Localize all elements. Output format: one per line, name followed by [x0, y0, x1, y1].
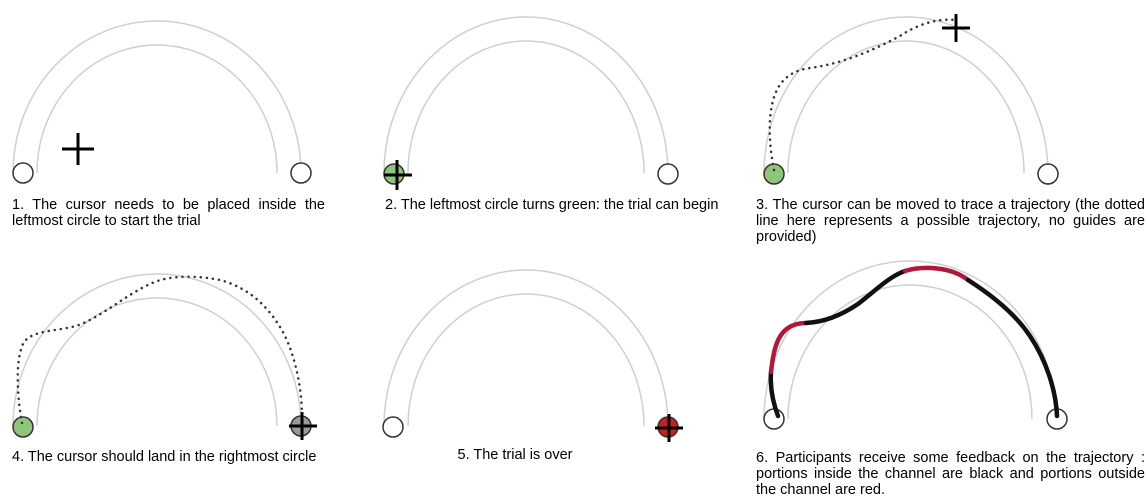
panel-6-diagram: [763, 260, 1068, 430]
panel-5-diagram: [382, 269, 683, 442]
step-5-caption: 5. The trial is over: [457, 447, 573, 463]
crosshair-cursor-icon: [384, 160, 412, 190]
end-circle-icon: [1037, 163, 1059, 185]
trajectory-segment-outside: [902, 265, 971, 283]
step-3-caption: 3. The cursor can be moved to trace a tr…: [756, 197, 1145, 245]
semicircular-channel: [383, 269, 669, 427]
step-2-caption: 2. The leftmost circle turns green: the …: [385, 197, 719, 213]
step-1-caption: 1. The cursor needs to be placed inside …: [12, 197, 325, 229]
crosshair-cursor-icon: [655, 414, 683, 442]
start-circle-icon: [12, 162, 34, 184]
semicircular-channel: [763, 16, 1049, 174]
panel-3-diagram: [763, 14, 1059, 185]
semicircular-channel: [383, 16, 669, 174]
crosshair-cursor-icon: [289, 412, 317, 440]
panel-2-diagram: [383, 16, 679, 190]
feedback-trajectory: [768, 265, 1060, 419]
semicircular-channel: [12, 273, 302, 427]
step-4-caption: 4. The cursor should land in the rightmo…: [12, 449, 317, 465]
panel-4-diagram: [12, 273, 317, 440]
semicircular-channel: [763, 260, 1057, 420]
crosshair-cursor-icon: [942, 14, 970, 42]
start-circle-icon: [382, 416, 404, 438]
trajectory-segment-inside: [803, 268, 908, 326]
trajectory-segment-outside: [768, 320, 809, 375]
start-circle-icon: [763, 408, 785, 430]
start-circle-icon: [763, 163, 785, 185]
start-circle-icon: [12, 416, 34, 438]
trajectory-segment-inside: [965, 277, 1060, 419]
possible-trajectory-dotted: [768, 18, 957, 172]
end-circle-icon: [290, 162, 312, 184]
step-6-caption: 6. Participants receive some feedback on…: [756, 450, 1145, 498]
trajectory-segment-inside: [768, 369, 781, 419]
panel-1-diagram: [12, 20, 312, 184]
crosshair-cursor-icon: [62, 133, 94, 165]
semicircular-channel: [12, 20, 302, 174]
end-circle-icon: [657, 163, 679, 185]
